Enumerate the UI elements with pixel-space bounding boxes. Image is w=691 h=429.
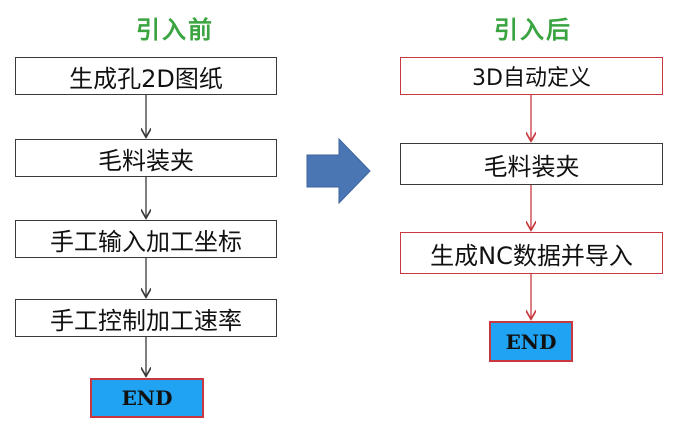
after-step-1: 3D自动定义 xyxy=(400,57,663,95)
after-end: END xyxy=(489,321,573,362)
before-title: 引入前 xyxy=(136,16,214,44)
before-step-1: 生成孔2D图纸 xyxy=(15,57,277,95)
before-step-2: 毛料装夹 xyxy=(15,139,277,177)
before-step-4: 手工控制加工速率 xyxy=(15,299,277,337)
after-step-2: 毛料装夹 xyxy=(400,143,663,185)
after-title: 引入后 xyxy=(494,16,572,44)
transition-arrow-icon xyxy=(306,137,371,205)
after-step-3: 生成NC数据并导入 xyxy=(400,232,663,274)
before-step-3: 手工输入加工坐标 xyxy=(15,220,277,258)
before-end: END xyxy=(90,378,204,418)
after-step-1-label: 3D自动定义 xyxy=(472,66,591,91)
